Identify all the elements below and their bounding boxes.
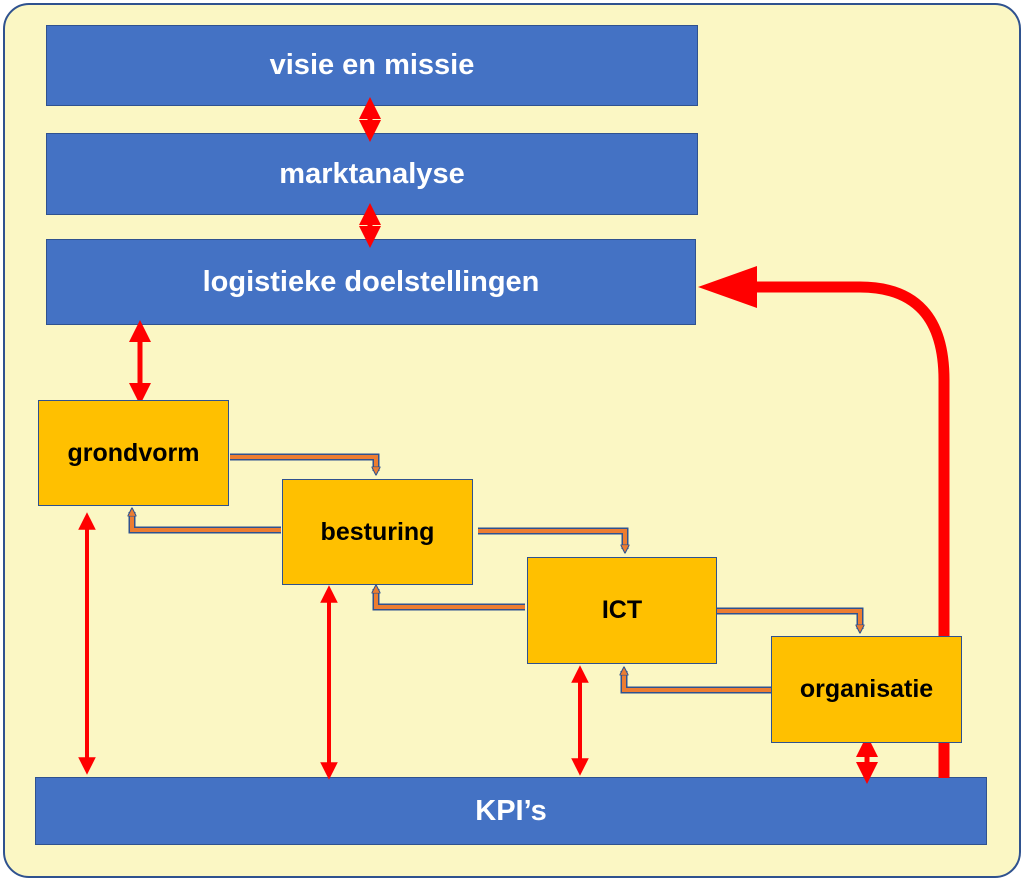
ict-box: ICT [527, 557, 717, 664]
kpi-feedback-loop-line [752, 281, 950, 778]
besturing-to-grondvorm-connector [132, 512, 281, 534]
vision-mission-box: visie en missie [46, 25, 698, 106]
besturing-to-ict-connector [478, 527, 625, 549]
logistics-goals-box: logistieke doelstellingen [46, 239, 696, 325]
ict-to-organisatie-connector [716, 607, 860, 629]
organisatie-to-ict-connector [624, 671, 771, 694]
market-analysis-box: marktanalyse [46, 133, 698, 215]
besturing-box: besturing [282, 479, 473, 585]
organisatie-box: organisatie [771, 636, 962, 743]
grondvorm-box: grondvorm [38, 400, 229, 506]
kpi-box: KPI’s [35, 777, 987, 845]
kpi-feedback-arrowhead [698, 266, 757, 308]
grondvorm-to-besturing-connector [230, 453, 376, 471]
ict-to-besturing-connector [376, 589, 525, 611]
